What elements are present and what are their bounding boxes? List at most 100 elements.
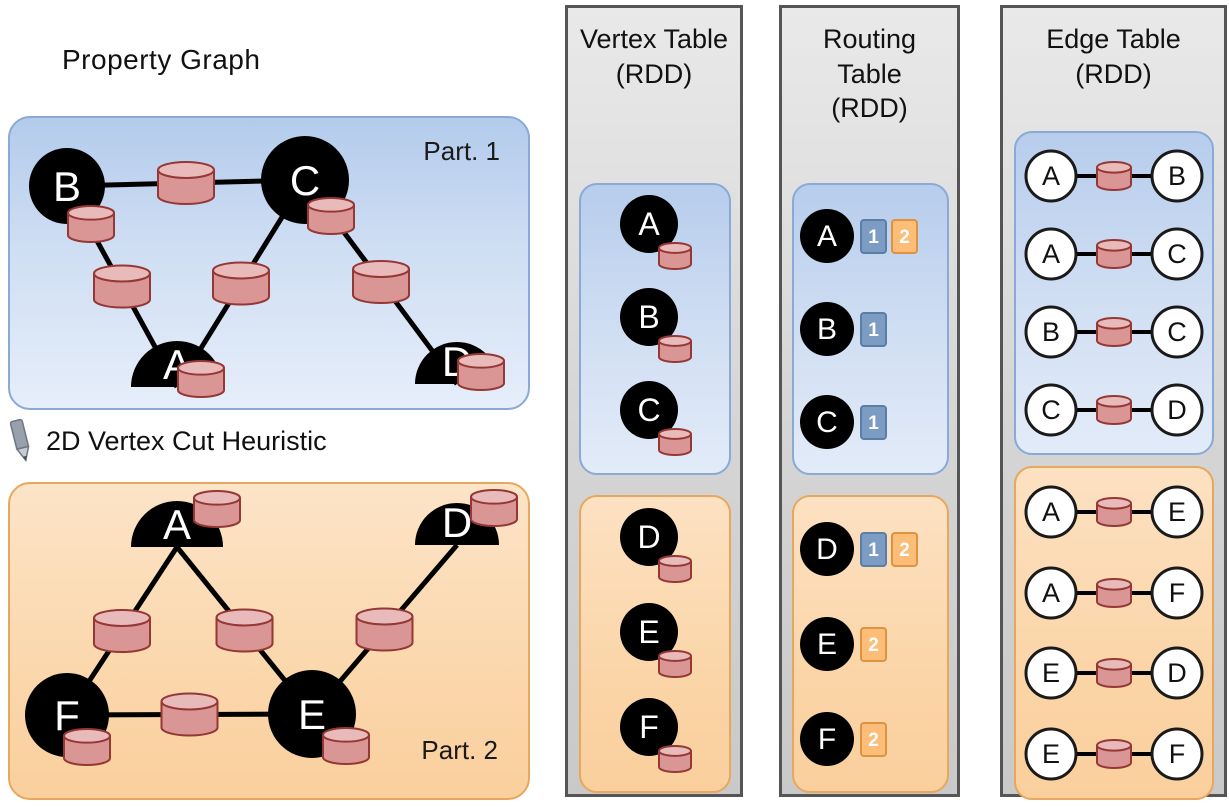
edge-vertex-label: A	[1042, 161, 1060, 191]
vertex-label: A	[638, 206, 660, 242]
edge-property-cylinder-icon	[1096, 317, 1132, 348]
vertex-shape	[799, 208, 854, 263]
vertex-shape	[620, 698, 678, 757]
edge-vertex-label: C	[1041, 395, 1061, 425]
edge-vertex-label: C	[1167, 239, 1187, 269]
vertex-shape	[620, 507, 678, 566]
partition-badge-number: 2	[868, 730, 879, 751]
edge-vertex-label: B	[1168, 161, 1186, 191]
partition-badge-1	[859, 405, 887, 441]
edge-property-cylinder-icon	[215, 608, 274, 653]
routing-table-title: Routing Table (RDD)	[822, 24, 917, 124]
edge-property-cylinder-icon	[160, 692, 219, 737]
edge-table-title: Edge Table (RDD)	[1046, 24, 1181, 89]
vertex-table-entry-A: A	[620, 194, 692, 270]
edge-vertex-C	[1150, 305, 1204, 359]
edge-vertex-label: E	[1042, 739, 1060, 769]
vertex-label: B	[638, 299, 659, 335]
partition-badge-2	[859, 722, 887, 758]
vertex-shape	[799, 616, 854, 671]
vertex-node-B: B	[29, 148, 105, 224]
vertex-label: B	[53, 163, 81, 210]
vertex-cut-row: 2D Vertex Cut Heuristic	[6, 418, 327, 464]
edge-vertex-F	[1150, 727, 1204, 781]
vertex-property-cylinder-icon	[193, 490, 241, 528]
vertex-cut-label: 2D Vertex Cut Heuristic	[46, 425, 327, 456]
edge-vertex-label: A	[1042, 578, 1060, 608]
vertex-property-cylinder-icon	[658, 241, 692, 270]
vertex-label: F	[639, 709, 659, 745]
edge-vertex-label: E	[1168, 497, 1186, 527]
vertex-shape	[29, 148, 105, 224]
vertex-property-cylinder-icon	[67, 205, 115, 244]
edge-property-cylinder-icon	[93, 608, 151, 654]
vertex-label: E	[298, 691, 326, 738]
partition-badge-1	[859, 531, 887, 567]
vertex-property-cylinder-icon	[177, 360, 225, 399]
vertex-property-cylinder-icon	[307, 197, 355, 236]
vertex-shape	[620, 602, 678, 661]
vertex-label: E	[816, 628, 836, 661]
vertex-shape	[799, 712, 854, 767]
vertex-label: A	[816, 220, 836, 253]
partition-badge-1	[859, 218, 887, 254]
partition-2-label: Part. 2	[421, 735, 498, 765]
edge-vertex-B	[1150, 149, 1204, 203]
edge-property-cylinder-icon	[1096, 395, 1132, 426]
edge-property-cylinder-icon	[93, 264, 151, 309]
partition-badge-number: 1	[868, 540, 879, 561]
vertex-label: C	[637, 392, 660, 428]
vertex-table-title: Vertex Table (RDD)	[579, 24, 729, 89]
edge-property-cylinder-icon	[157, 161, 215, 205]
edge-property-cylinder-icon	[352, 260, 410, 305]
edge-vertex-D	[1150, 646, 1204, 700]
partition-badge-2	[890, 218, 918, 254]
edge-property-cylinder-icon	[355, 607, 414, 652]
edge-property-cylinder-icon	[1096, 658, 1132, 689]
edge-vertex-label: A	[1042, 497, 1060, 527]
edge-vertex-F	[1150, 566, 1204, 620]
vertex-table-entry-D: D	[620, 507, 692, 583]
vertex-table-partition-2-group: D E F	[579, 495, 731, 793]
partition-badge-number: 2	[868, 635, 879, 656]
edge-vertex-E	[1150, 485, 1204, 539]
partition-badge-number: 1	[868, 320, 879, 341]
partition-1-graph: BCAD	[29, 136, 505, 399]
edge-property-cylinder-icon	[1096, 239, 1132, 270]
vertex-table-entry-F: F	[620, 698, 692, 774]
edge-vertex-label: F	[1169, 739, 1186, 769]
vertex-label: D	[637, 519, 660, 555]
edge-vertex-A	[1024, 227, 1078, 281]
vertex-label: D	[816, 533, 838, 566]
vertex-table-entry-B: B	[620, 287, 692, 363]
edge-property-cylinder-icon	[1096, 738, 1132, 769]
vertex-property-cylinder-icon	[658, 745, 692, 774]
vertex-label: E	[638, 614, 659, 650]
edge-vertex-A	[1024, 485, 1078, 539]
property-graph-title: Property Graph	[62, 44, 261, 75]
vertex-shape	[799, 521, 854, 576]
partition-badge-2	[859, 626, 887, 662]
pencil-arrow-icon	[9, 418, 30, 463]
edge-property-cylinder-icon	[1096, 497, 1132, 528]
edge-vertex-label: A	[1042, 239, 1060, 269]
edge-vertex-B	[1024, 305, 1078, 359]
edge-vertex-C	[1024, 383, 1078, 437]
edge-vertex-A	[1024, 566, 1078, 620]
